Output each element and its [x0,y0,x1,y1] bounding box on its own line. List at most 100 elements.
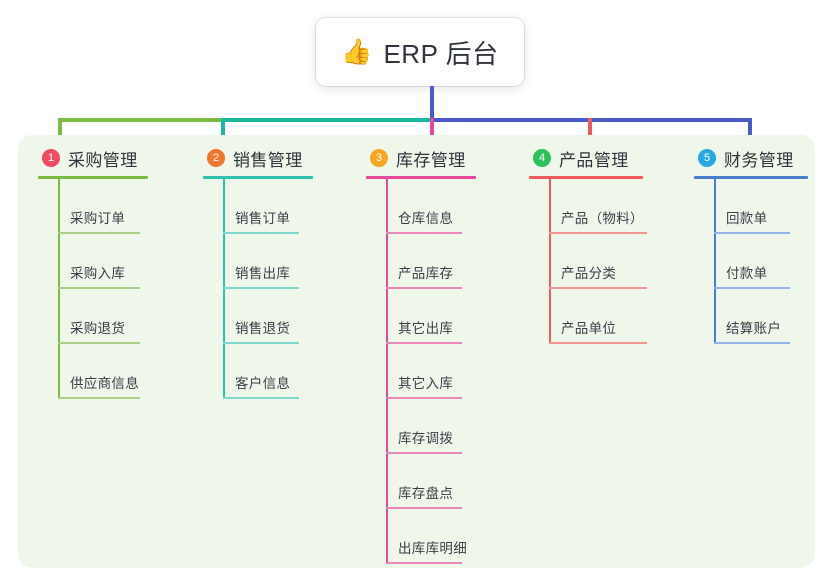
branch-leaf-label: 产品单位 [561,321,617,336]
branch-column-5: 5 财务管理回款单付款单结算账户 [694,146,808,344]
branch-leaf-label: 其它出库 [398,321,454,336]
branch-column-2: 2 销售管理销售订单销售出库销售退货客户信息 [203,146,313,399]
branch-leaf-underline [549,342,647,344]
branch-leaf-underline [714,232,790,234]
branch-items: 产品（物料） 产品分类产品单位 [529,179,647,344]
branch-leaf-item[interactable]: 采购订单 [38,179,148,234]
branch-leaf-item[interactable]: 出库库明细 [366,509,476,564]
branch-underline [203,176,313,179]
branch-spine [714,179,716,344]
branch-leaf-item[interactable]: 销售订单 [203,179,313,234]
root-node[interactable]: 👍 ERP 后台 [316,18,524,86]
branch-items: 采购订单采购入库采购退货供应商信息 [38,179,148,399]
branch-leaf-item[interactable]: 库存盘点 [366,454,476,509]
branch-leaf-underline [386,342,462,344]
branch-leaf-label: 其它入库 [398,376,454,391]
branch-leaf-underline [386,232,462,234]
branch-leaf-underline [549,232,647,234]
branch-leaf-label: 销售订单 [235,211,291,226]
connector-root-vertical [430,86,434,120]
branch-leaf-item[interactable]: 产品（物料） [529,179,647,234]
branch-leaf-label: 销售出库 [235,266,291,281]
branch-title: 采购管理 [68,150,138,170]
branch-spine [223,179,225,399]
branch-header-2[interactable]: 2 销售管理 [203,146,313,170]
branch-leaf-label: 产品分类 [561,266,617,281]
branch-leaf-label: 产品（物料） [561,211,644,226]
branch-leaf-underline [223,232,299,234]
branch-leaf-item[interactable]: 销售出库 [203,234,313,289]
branch-leaf-item[interactable]: 产品分类 [529,234,647,289]
branch-leaf-label: 供应商信息 [70,376,139,391]
thumbs-up-icon: 👍 [341,37,373,66]
root-title: ERP 后台 [383,38,499,69]
branch-leaf-label: 采购订单 [70,211,126,226]
branch-leaf-label: 采购入库 [70,266,126,281]
branch-leaf-item[interactable]: 其它入库 [366,344,476,399]
branch-spine [386,179,388,564]
branch-leaf-item[interactable]: 销售退货 [203,289,313,344]
branch-leaf-label: 销售退货 [235,321,291,336]
branch-items: 销售订单销售出库销售退货客户信息 [203,179,313,399]
root-node-content: 👍 ERP 后台 [341,34,498,71]
branch-spine [58,179,60,399]
branch-leaf-item[interactable]: 库存调拨 [366,399,476,454]
connector-horizontal-teal [222,118,432,122]
branch-number-badge: 2 [207,149,225,167]
branch-leaf-underline [714,342,790,344]
branch-leaf-underline [386,397,462,399]
connector-horizontal-green [58,118,224,122]
branch-leaf-underline [549,287,647,289]
branch-leaf-item[interactable]: 仓库信息 [366,179,476,234]
branch-items: 仓库信息产品库存其它出库其它入库库存调拨库存盘点出库库明细 [366,179,476,564]
branch-leaf-underline [58,287,140,289]
branch-leaf-item[interactable]: 产品单位 [529,289,647,344]
branch-number-badge: 4 [533,149,551,167]
branch-leaf-item[interactable]: 产品库存 [366,234,476,289]
branch-leaf-label: 采购退货 [70,321,126,336]
branch-leaf-item[interactable]: 其它出库 [366,289,476,344]
branch-leaf-label: 仓库信息 [398,211,454,226]
branch-number-badge: 5 [698,149,716,167]
branch-leaf-underline [714,287,790,289]
branch-spine [549,179,551,344]
branch-leaf-underline [386,452,462,454]
branch-title: 销售管理 [233,150,303,170]
branch-leaf-item[interactable]: 供应商信息 [38,344,148,399]
branch-column-3: 3 库存管理仓库信息产品库存其它出库其它入库库存调拨库存盘点出库库明细 [366,146,476,564]
branch-leaf-label: 库存调拨 [398,431,454,446]
branches-panel [18,135,815,568]
branch-header-3[interactable]: 3 库存管理 [366,146,476,170]
branch-leaf-underline [58,397,140,399]
branch-leaf-underline [58,232,140,234]
branch-underline [529,176,643,179]
branch-number-badge: 3 [370,149,388,167]
branch-leaf-underline [386,562,462,564]
branch-leaf-label: 回款单 [726,211,768,226]
branch-leaf-label: 客户信息 [235,376,291,391]
branch-leaf-item[interactable]: 客户信息 [203,344,313,399]
branch-header-5[interactable]: 5 财务管理 [694,146,808,170]
branch-leaf-label: 出库库明细 [398,541,467,556]
branch-leaf-item[interactable]: 回款单 [694,179,808,234]
branch-underline [366,176,476,179]
branch-leaf-item[interactable]: 采购入库 [38,234,148,289]
branch-leaf-item[interactable]: 付款单 [694,234,808,289]
branch-leaf-underline [386,507,462,509]
branch-items: 回款单付款单结算账户 [694,179,808,344]
branch-leaf-underline [223,342,299,344]
branch-leaf-label: 产品库存 [398,266,454,281]
branch-title: 财务管理 [724,150,794,170]
branch-title: 库存管理 [396,150,466,170]
branch-leaf-item[interactable]: 采购退货 [38,289,148,344]
branch-underline [38,176,148,179]
branch-leaf-underline [58,342,140,344]
branch-underline [694,176,808,179]
branch-leaf-label: 付款单 [726,266,768,281]
branch-leaf-label: 库存盘点 [398,486,454,501]
branch-leaf-item[interactable]: 结算账户 [694,289,808,344]
